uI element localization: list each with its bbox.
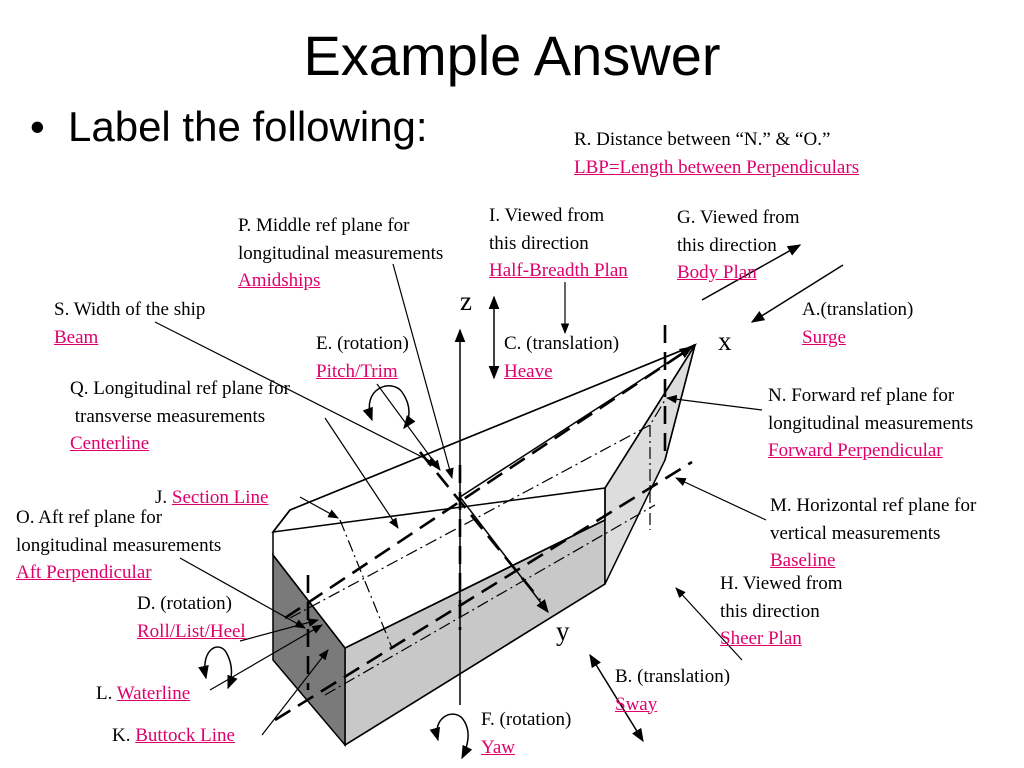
answer-centerline[interactable]: Centerline bbox=[70, 433, 150, 454]
label-p: P. Middle ref plane for longitudinal mea… bbox=[238, 212, 443, 295]
label-m: M. Horizontal ref plane for vertical mea… bbox=[770, 492, 976, 575]
answer-waterline[interactable]: Waterline bbox=[116, 683, 191, 704]
leader-sheer bbox=[675, 587, 743, 661]
answer-baseline[interactable]: Baseline bbox=[770, 550, 836, 571]
deck-bow-edge bbox=[664, 344, 696, 461]
yaw-rotation-arrow bbox=[429, 713, 473, 760]
leader-fwd-perp bbox=[665, 394, 763, 411]
label-k: K. Buttock Line bbox=[112, 725, 235, 746]
answer-aft-perpendicular[interactable]: Aft Perpendicular bbox=[16, 562, 152, 583]
answer-yaw[interactable]: Yaw bbox=[481, 736, 515, 758]
answer-beam[interactable]: Beam bbox=[54, 326, 99, 348]
answer-surge[interactable]: Surge bbox=[802, 326, 846, 348]
label-b: B. (translation) Sway bbox=[615, 663, 730, 718]
label-d: D. (rotation) Roll/List/Heel bbox=[137, 590, 246, 645]
x-axis bbox=[459, 346, 694, 498]
axis-label-y: y bbox=[556, 616, 570, 646]
leader-beam bbox=[154, 321, 439, 466]
answer-body-plan[interactable]: Body Plan bbox=[677, 262, 757, 283]
surge-arrow-out bbox=[701, 244, 802, 301]
label-a: A.(translation) Surge bbox=[802, 296, 913, 351]
leader-waterline bbox=[209, 624, 323, 691]
answer-half-breadth-plan[interactable]: Half-Breadth Plan bbox=[489, 260, 628, 281]
label-c: C. (translation) Heave bbox=[504, 330, 619, 385]
bullet-text: Label the following: bbox=[68, 103, 428, 150]
baseline-dash bbox=[274, 460, 693, 722]
axis-label-z: z bbox=[460, 286, 472, 316]
leader-centerline bbox=[324, 417, 399, 529]
sway-arrow bbox=[589, 653, 644, 743]
leader-aft-perp bbox=[179, 557, 306, 629]
leader-section bbox=[299, 496, 339, 519]
label-i: I. Viewed from this direction Half-Bread… bbox=[489, 202, 628, 285]
label-e: E. (rotation) Pitch/Trim bbox=[316, 330, 409, 385]
label-j: J. Section Line bbox=[155, 487, 269, 508]
keel-edge bbox=[344, 583, 606, 746]
amidships-dash bbox=[418, 451, 542, 601]
answer-heave[interactable]: Heave bbox=[504, 360, 553, 382]
label-r: R. Distance between “N.” & “O.” LBP=Leng… bbox=[574, 126, 859, 181]
answer-section-line[interactable]: Section Line bbox=[171, 487, 269, 508]
answer-sway[interactable]: Sway bbox=[615, 693, 658, 715]
answer-amidships[interactable]: Amidships bbox=[238, 270, 321, 291]
label-n: N. Forward ref plane for longitudinal me… bbox=[768, 382, 973, 465]
dash-dot-lines bbox=[289, 399, 666, 696]
centerline-dash bbox=[284, 343, 696, 620]
deck-outline bbox=[272, 343, 697, 649]
surge-arrow-in bbox=[750, 264, 844, 323]
label-h: H. Viewed from this direction Sheer Plan bbox=[720, 570, 843, 653]
label-q: Q. Longitudinal ref plane for transverse… bbox=[70, 375, 290, 458]
answer-forward-perpendicular[interactable]: Forward Perpendicular bbox=[768, 440, 943, 461]
label-l: L. Waterline bbox=[96, 683, 191, 704]
waterline-line bbox=[289, 399, 666, 619]
answer-pitch-trim[interactable]: Pitch/Trim bbox=[316, 360, 398, 382]
leader-pitch bbox=[376, 383, 441, 471]
buttock-line bbox=[324, 504, 656, 696]
answer-roll-list-heel[interactable]: Roll/List/Heel bbox=[137, 620, 246, 642]
bullet-point: • Label the following: bbox=[30, 106, 428, 148]
leader-amidships bbox=[392, 263, 454, 480]
answer-lbp[interactable]: LBP=Length between Perpendiculars bbox=[574, 156, 860, 178]
slide-title: Example Answer bbox=[303, 24, 721, 87]
bullet-dot: • bbox=[30, 103, 45, 150]
roll-rotation-arrow bbox=[198, 646, 238, 690]
answer-sheer-plan[interactable]: Sheer Plan bbox=[720, 628, 802, 649]
stern-top-edge bbox=[272, 509, 291, 533]
leader-roll bbox=[239, 618, 320, 642]
label-g: G. Viewed from this direction Body Plan bbox=[677, 204, 800, 287]
leader-buttock bbox=[261, 649, 329, 736]
pitch-rotation-arrow bbox=[362, 385, 416, 430]
leader-lines bbox=[154, 263, 767, 736]
leader-baseline bbox=[675, 477, 767, 521]
label-s: S. Width of the ship Beam bbox=[54, 296, 205, 351]
y-axis bbox=[459, 496, 549, 614]
axis-label-x: x bbox=[718, 326, 732, 356]
section-line-a bbox=[339, 519, 393, 649]
label-o: O. Aft ref plane for longitudinal measur… bbox=[16, 504, 221, 587]
label-f: F. (rotation) Yaw bbox=[481, 706, 571, 761]
answer-buttock-line[interactable]: Buttock Line bbox=[135, 725, 235, 746]
